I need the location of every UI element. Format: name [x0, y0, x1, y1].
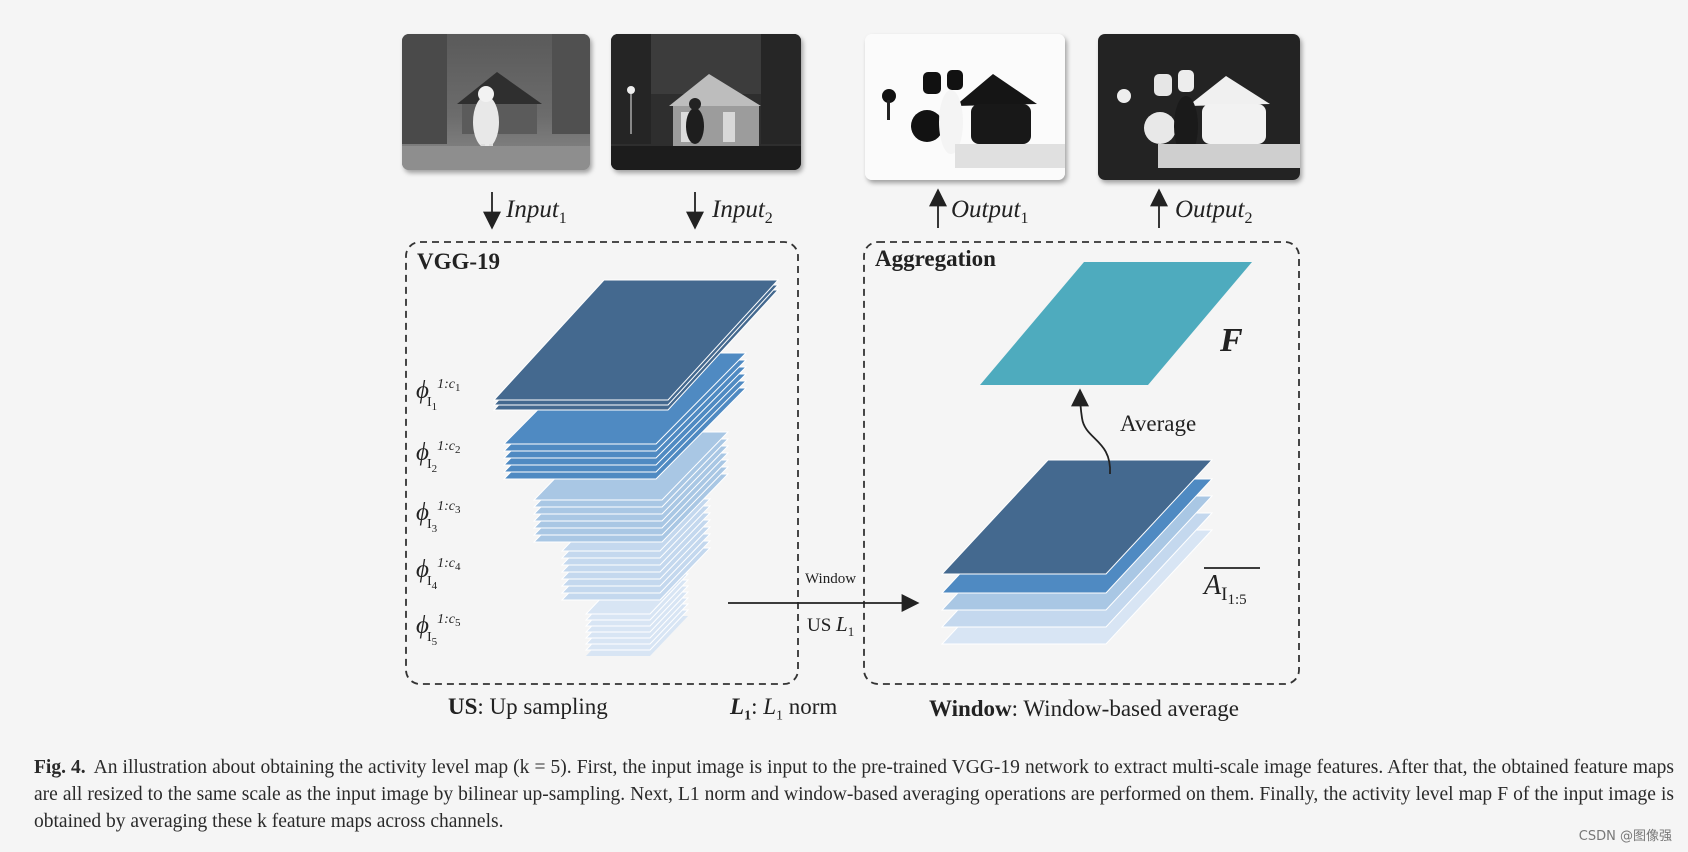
vgg-title: VGG-19 — [417, 249, 501, 274]
legend-l1: L1: L1 norm — [730, 694, 838, 724]
aggregation-box — [863, 241, 1300, 685]
average-arrow — [1071, 388, 1111, 475]
figure-caption: Fig. 4.An illustration about obtaining t… — [34, 754, 1674, 835]
diagram — [405, 188, 1300, 685]
input-visible-image — [611, 34, 801, 170]
watermark: CSDN @图像强 — [1578, 829, 1672, 844]
output-1-label-text: Output — [951, 196, 1021, 223]
input-2-label-text: Input — [712, 196, 765, 223]
legend-us: US: Up sampling — [448, 694, 608, 719]
aggregated-stack — [940, 459, 1214, 645]
output-2-label-text: Output — [1175, 196, 1245, 223]
output-2-label: Output2 — [1175, 196, 1252, 228]
feature-label-5: ϕI51:c5 — [416, 612, 461, 648]
average-label: Average — [1120, 411, 1197, 436]
output-1-label: Output1 — [951, 196, 1028, 228]
input-2-label: Input2 — [712, 196, 773, 228]
legend-window: Window: Window-based average — [929, 696, 1239, 721]
input-1-label-sub: 1 — [558, 210, 567, 227]
feature-label-3: ϕI31:c3 — [416, 499, 461, 535]
activity-map-f — [980, 262, 1252, 385]
input-1-label-text: Input — [506, 196, 559, 223]
feature-stack-1 — [492, 279, 780, 411]
output-map-1 — [865, 34, 1065, 180]
vgg-box — [405, 241, 799, 685]
feature-label-2: ϕI21:c2 — [416, 439, 461, 475]
caption-figure-label: Fig. 4. — [34, 757, 86, 778]
a-label: AI1:5 — [1204, 570, 1247, 608]
input-2-label-sub: 2 — [764, 210, 773, 227]
feature-label-1: ϕI11:c1 — [416, 377, 461, 413]
output-1-label-sub: 1 — [1020, 210, 1029, 227]
output-map-2 — [1098, 34, 1300, 180]
arrow-window-label: Window — [805, 571, 857, 587]
feature-label-4: ϕI41:c4 — [416, 556, 461, 592]
input-1-label: Input1 — [506, 196, 567, 228]
f-label: F — [1220, 322, 1243, 359]
input-infrared-image — [402, 34, 590, 170]
caption-text: An illustration about obtaining the acti… — [34, 757, 1674, 832]
arrow-us-l1-label: US L1 — [807, 612, 855, 639]
output-2-label-sub: 2 — [1244, 210, 1253, 227]
feature-stack-3 — [532, 431, 730, 543]
aggregation-title: Aggregation — [875, 246, 996, 271]
